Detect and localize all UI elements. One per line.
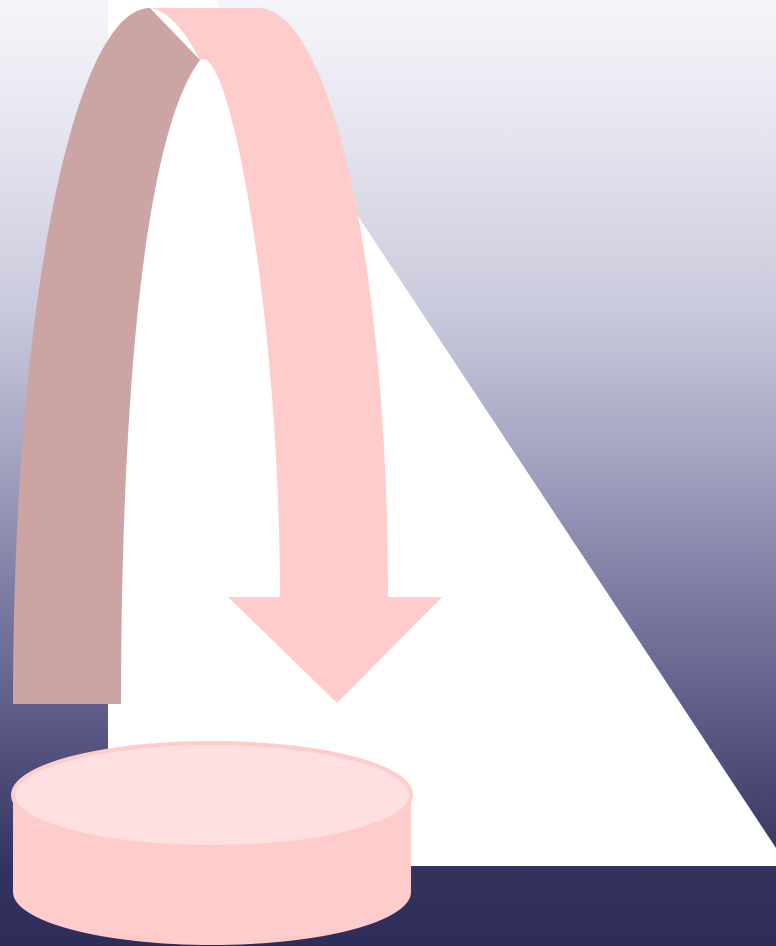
disk-top <box>13 743 411 847</box>
background-panel <box>108 0 776 866</box>
